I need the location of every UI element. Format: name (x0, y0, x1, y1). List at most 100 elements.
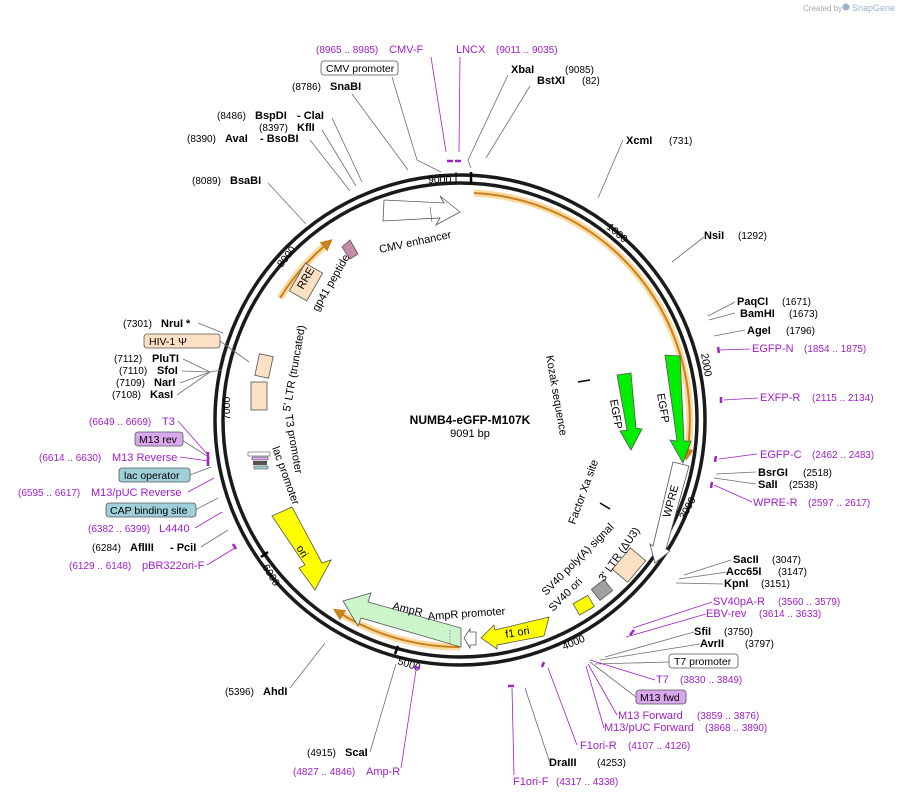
credit-prefix: Created by (803, 4, 842, 13)
feature-egfp-inner[interactable] (616, 372, 643, 451)
svg-text:(8089): (8089) (192, 176, 221, 187)
site-nari[interactable]: NarI (154, 377, 175, 389)
snapgene-logo-icon (842, 3, 850, 11)
primer-m13-puc-forward[interactable]: M13/pUC Forward (604, 722, 694, 734)
primer-l4440[interactable]: L4440 (159, 523, 190, 535)
site-sali[interactable]: SalI (758, 479, 778, 491)
tick-2000: 2000 (698, 352, 714, 377)
feature-ori[interactable] (271, 506, 332, 591)
site-kasi[interactable]: KasI (150, 389, 173, 401)
svg-text:(3830 .. 3849): (3830 .. 3849) (680, 675, 742, 686)
site-scai[interactable]: ScaI (345, 747, 368, 759)
feature-kozak[interactable] (577, 379, 591, 383)
site-avrii[interactable]: AvrII (700, 638, 724, 650)
site-bspdi[interactable]: BspDI (255, 110, 287, 122)
box-hiv1-psi[interactable]: HIV-1 Ψ (149, 336, 187, 348)
feature-sv40-polya[interactable] (590, 578, 614, 602)
primer-egfp-c[interactable]: EGFP-C (760, 449, 802, 461)
feature-egfp-outer[interactable] (664, 354, 692, 464)
box-m13-fwd[interactable]: M13 fwd (640, 692, 680, 704)
box-t7-promoter[interactable]: T7 promoter (674, 656, 732, 668)
site-sfii[interactable]: SfiI (694, 626, 711, 638)
site-acc65i[interactable]: Acc65I (726, 566, 761, 578)
feature-ampr-promoter[interactable] (463, 627, 477, 650)
svg-text:(8486): (8486) (217, 111, 246, 122)
primer-wpre-r[interactable]: WPRE-R (753, 497, 798, 509)
svg-text:(2538): (2538) (789, 480, 818, 491)
feature-cmv-enhancer[interactable] (382, 195, 461, 227)
svg-text:(8965 .. 8985): (8965 .. 8985) (316, 45, 378, 56)
feature-5-ltr-lower[interactable] (250, 381, 268, 411)
site-bsobi[interactable]: - BsoBI (260, 133, 299, 145)
primer-m13-reverse[interactable]: M13 Reverse (112, 452, 177, 464)
site-agei[interactable]: AgeI (747, 325, 771, 337)
site-paqci[interactable]: PaqCI (737, 296, 768, 308)
site-draiii[interactable]: DraIII (549, 757, 577, 769)
site-pcii[interactable]: - PciI (170, 542, 196, 554)
primer-m13-forward[interactable]: M13 Forward (618, 710, 683, 722)
feature-rre[interactable] (288, 262, 324, 302)
primer-f1ori-r[interactable]: F1ori-R (580, 740, 617, 752)
feature-5-ltr-upper[interactable] (254, 353, 274, 379)
site-bstxi[interactable]: BstXI (537, 75, 565, 87)
box-m13-rev[interactable]: M13 rev (139, 434, 178, 446)
primer-ebv-rev[interactable]: EBV-rev (706, 608, 747, 620)
svg-text:(4827 .. 4846): (4827 .. 4846) (293, 767, 355, 778)
primer-m13-puc-reverse[interactable]: M13/pUC Reverse (91, 487, 181, 499)
primer-amp-r[interactable]: Amp-R (366, 766, 400, 778)
site-snabi[interactable]: SnaBI (330, 81, 361, 93)
site-clai[interactable]: - ClaI (297, 110, 324, 122)
svg-text:(6649 .. 6669): (6649 .. 6669) (89, 417, 151, 428)
primer-exfp-r[interactable]: EXFP-R (760, 392, 800, 404)
feature-wpre[interactable] (649, 461, 690, 564)
site-sacii[interactable]: SacII (733, 554, 759, 566)
primer-cmv-f[interactable]: CMV-F (389, 44, 424, 56)
restriction-sites: XbaI (9085) BstXI (82) XcmI (731) NsiI (… (92, 64, 832, 769)
site-pluti[interactable]: PluTI (152, 353, 179, 365)
plasmid-size: 9091 bp (450, 428, 490, 440)
site-avai[interactable]: AvaI (225, 133, 248, 145)
svg-text:(7301): (7301) (123, 319, 152, 330)
primer-sv40pa-r[interactable]: SV40pA-R (713, 596, 765, 608)
site-kpni[interactable]: KpnI (724, 578, 748, 590)
svg-text:(82): (82) (582, 76, 600, 87)
feature-3-ltr[interactable] (611, 547, 647, 583)
site-afliii[interactable]: AflIII (130, 542, 154, 554)
site-bsabi[interactable]: BsaBI (230, 175, 261, 187)
feature-label-egfp-outer: EGFP (654, 392, 671, 424)
feature-lac-cluster[interactable] (247, 451, 271, 470)
site-nrui[interactable]: NruI * (161, 318, 191, 330)
feature-ampr[interactable] (342, 592, 462, 648)
site-sfoi[interactable]: SfoI (157, 365, 178, 377)
svg-text:(3147): (3147) (778, 567, 807, 578)
svg-text:(8786): (8786) (292, 82, 321, 93)
svg-text:(8390): (8390) (187, 134, 216, 145)
site-bsrgi[interactable]: BsrGI (758, 467, 788, 479)
primer-t3[interactable]: T3 (162, 416, 175, 428)
primer-f1ori-f[interactable]: F1ori-F (513, 776, 549, 788)
svg-text:(6382 .. 6399): (6382 .. 6399) (88, 524, 150, 535)
primer-lncx[interactable]: LNCX (456, 44, 486, 56)
box-lac-operator[interactable]: lac operator (124, 470, 180, 482)
svg-text:(3797): (3797) (745, 639, 774, 650)
feature-label-kozak: Kozak sequence (543, 354, 569, 436)
feature-sv40-ori[interactable] (572, 594, 595, 616)
feature-f1-ori[interactable] (480, 616, 550, 650)
primer-pbr322ori-f[interactable]: pBR322ori-F (142, 560, 205, 572)
feature-gp41-peptide[interactable] (341, 239, 359, 260)
site-kfli[interactable]: KflI (297, 122, 315, 134)
site-bamhi[interactable]: BamHI (740, 308, 775, 320)
site-nsii[interactable]: NsiI (704, 230, 724, 242)
site-xcmi[interactable]: XcmI (626, 135, 652, 147)
site-xbai[interactable]: XbaI (511, 64, 534, 76)
feature-factor-xa[interactable] (599, 502, 611, 510)
site-ahdi[interactable]: AhdI (263, 686, 287, 698)
primer-t7[interactable]: T7 (656, 674, 669, 686)
svg-text:(5396): (5396) (225, 687, 254, 698)
box-cap-binding-site[interactable]: CAP binding site (110, 505, 188, 517)
primer-egfp-n[interactable]: EGFP-N (752, 343, 794, 355)
box-cmv-promoter[interactable]: CMV promoter (326, 63, 395, 75)
svg-text:(7108): (7108) (112, 390, 141, 401)
svg-text:(9085): (9085) (565, 65, 594, 76)
